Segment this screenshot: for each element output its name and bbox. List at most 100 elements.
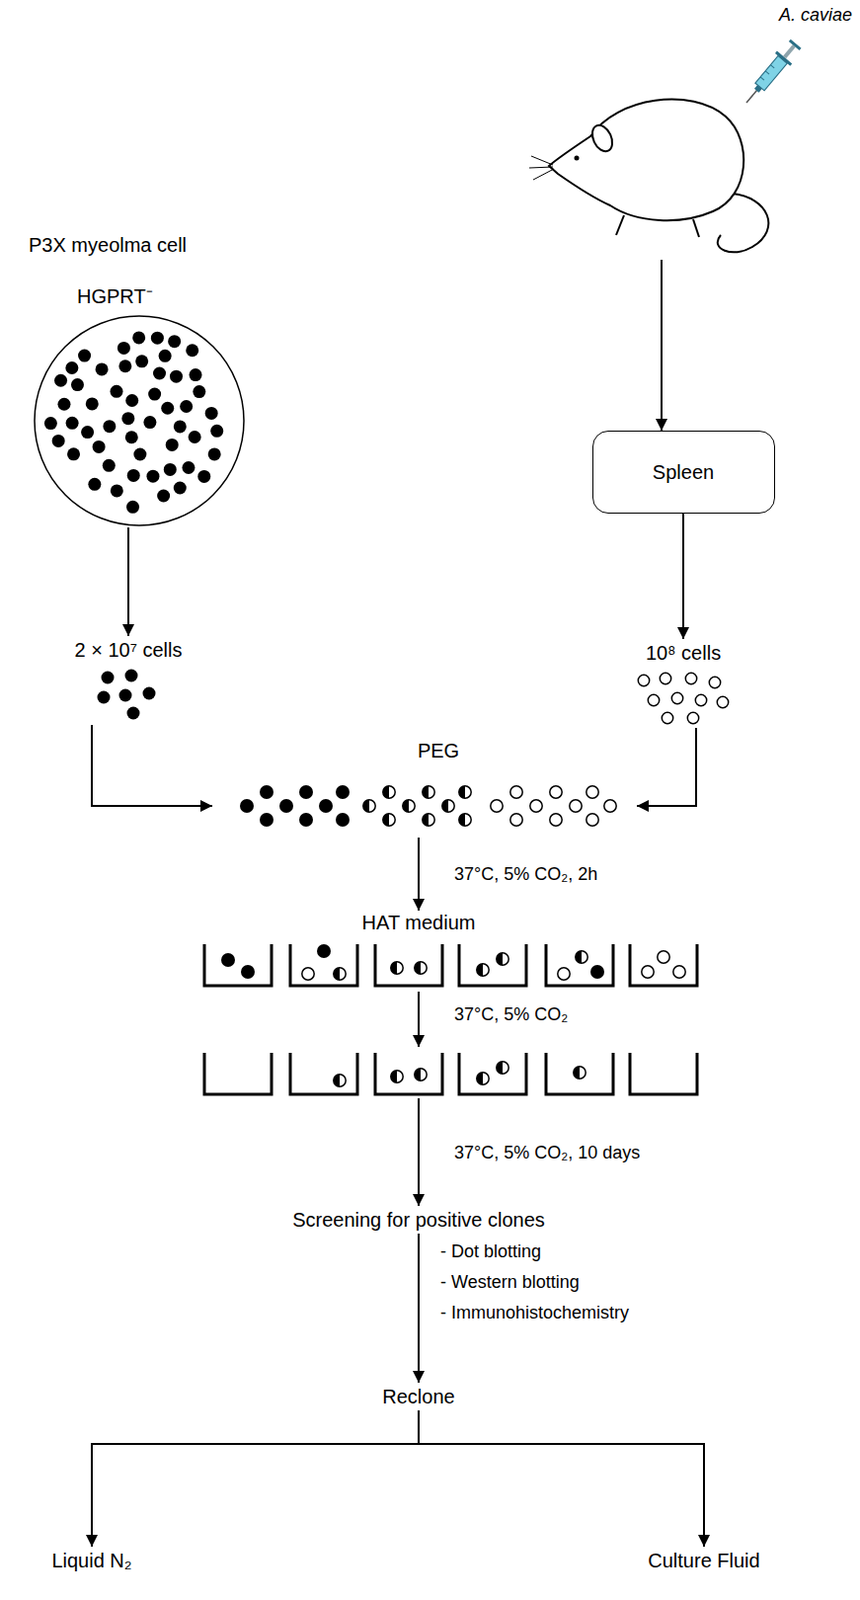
hat-culture: HAT medium — [197, 910, 707, 1098]
myeloma-cell — [192, 385, 206, 398]
spleen-cell — [510, 785, 523, 798]
mouse-illustration — [529, 99, 769, 253]
myeloma-cell — [318, 798, 333, 813]
mouse-whisker — [531, 156, 553, 165]
myeloma-cell — [167, 334, 181, 348]
hybrid-cell-half — [390, 961, 397, 974]
syringe-cap — [788, 39, 802, 51]
myeloma-cell — [110, 385, 124, 398]
screening-step: Screening for positive clones — [288, 1205, 549, 1234]
hybrid-cell — [575, 950, 588, 963]
culture-well — [629, 943, 698, 986]
step-label: Spleen — [652, 460, 714, 484]
myeloma-cell — [87, 477, 101, 491]
myeloma-cell — [52, 434, 66, 448]
myeloma-cell — [151, 331, 164, 345]
syringe-icon — [738, 37, 803, 110]
step-label: Liquid N₂ — [51, 1548, 132, 1572]
myeloma-cell — [179, 399, 193, 413]
reclone-step: Reclone — [378, 1382, 459, 1410]
myeloma-cell — [126, 500, 140, 514]
myeloma-cell — [173, 481, 187, 495]
spleen-box: Spleen — [592, 430, 776, 514]
storage-step: Liquid N₂ — [47, 1546, 136, 1574]
hybrid-cell — [390, 1070, 403, 1083]
myeloma-cell — [181, 461, 195, 474]
culture-well — [290, 1052, 358, 1095]
hybrid-cell — [496, 1061, 509, 1074]
hybrid-cell-half — [575, 950, 582, 963]
syringe-needle — [746, 89, 758, 103]
step-label: PEG — [417, 738, 460, 763]
hybrid-cell — [333, 967, 346, 980]
myeloma-cell — [97, 691, 111, 704]
myeloma-cell — [102, 419, 116, 433]
flow-arrow — [660, 259, 663, 431]
myeloma-cell — [185, 343, 199, 357]
myeloma-cell — [221, 952, 235, 967]
step-label: HAT medium — [362, 910, 476, 935]
spleen-cell — [685, 672, 697, 684]
condition-label: 37°C, 5% CO₂ — [454, 1003, 568, 1025]
flow-connector — [417, 1097, 420, 1206]
hybrid-cell-half — [363, 799, 370, 812]
step-label: Reclone — [382, 1384, 455, 1408]
myeloma-cell — [148, 388, 161, 401]
spleen-cell — [490, 799, 503, 812]
mouse-whisker — [533, 168, 554, 180]
myeloma-cell — [169, 370, 183, 384]
flow-connector — [127, 527, 130, 636]
spleen-cell — [661, 711, 673, 723]
step-label: 2 × 10⁷ cells — [75, 637, 183, 662]
syringe-mark — [765, 71, 770, 75]
spleen-cell — [659, 672, 671, 684]
mouse-ear — [588, 122, 617, 156]
myeloma-cell — [239, 798, 254, 813]
flow-connector — [417, 1233, 420, 1383]
hybrid-cell-half — [459, 785, 466, 798]
myeloma-cell — [132, 330, 146, 344]
spleen-cell — [647, 694, 659, 705]
hybrid-cell-half — [496, 1061, 503, 1074]
spleen-cell — [549, 785, 562, 798]
hybrid-cell — [476, 1072, 489, 1085]
culture-well — [459, 1052, 527, 1095]
hybrid-cell-half — [496, 952, 503, 965]
syringe-plunger — [782, 44, 796, 59]
condition-label: 37°C, 5% CO₂, 2h — [454, 862, 598, 885]
myeloma-cell — [127, 706, 141, 720]
hybrid-cell-half — [476, 963, 483, 976]
hybrid-cell-half — [414, 1068, 421, 1081]
myeloma-cell — [335, 812, 350, 827]
myeloma-cell — [188, 430, 202, 444]
myeloma-cell — [259, 812, 274, 827]
dish-outline — [34, 315, 244, 526]
step-label: HGPRT⁻ — [24, 284, 254, 309]
flow-arrow — [417, 991, 420, 1047]
myeloma-cell — [101, 671, 115, 685]
hybrid-cell-half — [390, 1070, 397, 1083]
cell-cluster — [93, 667, 163, 723]
culture-well — [459, 943, 527, 986]
syringe-barrel — [755, 55, 787, 90]
hybrid-cell — [476, 963, 489, 976]
step-label: Screening for positive clones — [292, 1207, 546, 1232]
culture-step: Culture Fluid — [643, 1546, 764, 1574]
cell-cluster — [633, 670, 733, 726]
spleen-cell — [687, 711, 699, 723]
myeloma-cell — [133, 448, 147, 462]
myeloma-cell — [135, 354, 149, 368]
culture-well — [546, 943, 614, 986]
mouse-whisker — [529, 166, 553, 168]
myeloma-cell — [299, 812, 313, 827]
cell-culture-dish: P3X myeolma cellHGPRT⁻ — [24, 233, 254, 528]
culture-well — [290, 943, 358, 986]
myeloma-cell — [299, 784, 313, 799]
myeloma-cell — [197, 469, 211, 483]
spleen-cell — [530, 799, 543, 812]
myeloma-cell — [160, 401, 174, 415]
hybrid-cell — [383, 813, 395, 826]
myeloma-cell — [153, 366, 166, 380]
myeloma-cell — [44, 416, 58, 430]
flow-connector — [417, 837, 420, 911]
